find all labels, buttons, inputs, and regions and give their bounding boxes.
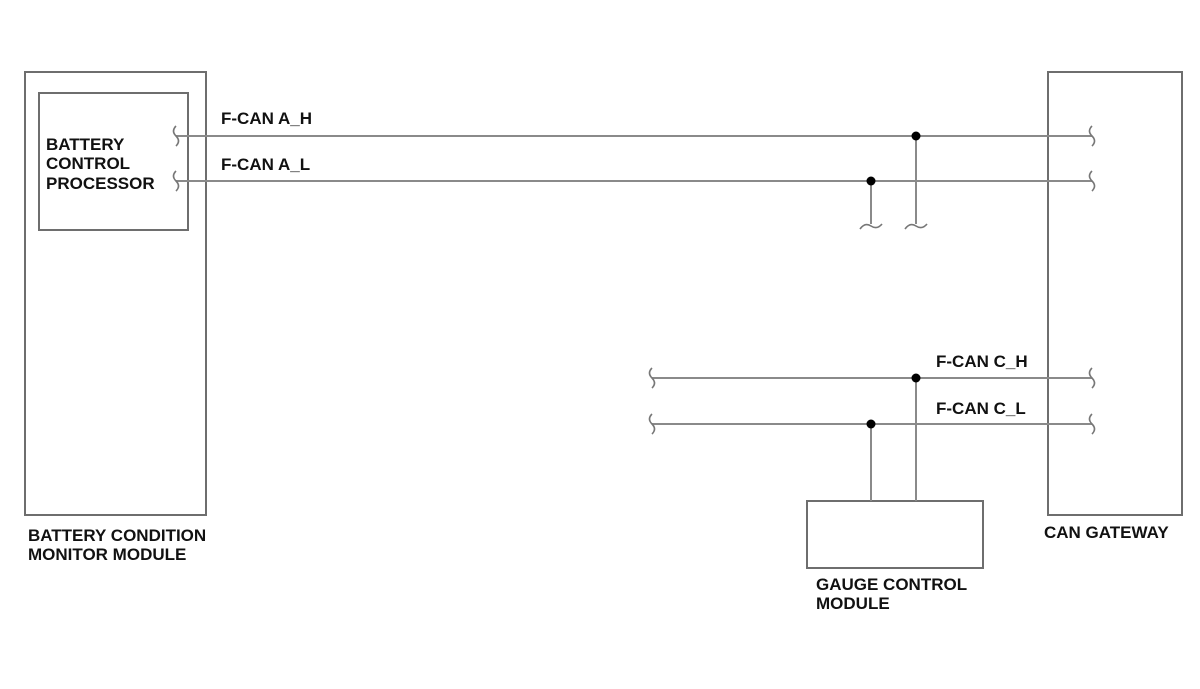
can-gateway-label: CAN GATEWAY [1044, 523, 1169, 542]
splice-dot [866, 176, 876, 186]
battery-control-processor-box [38, 92, 189, 231]
wire-break-symbol [1088, 413, 1096, 435]
battery-control-processor-label-line1: BATTERY [46, 135, 125, 154]
wire-break-symbol [859, 223, 883, 230]
battery-condition-monitor-module-label-line1: BATTERY CONDITION [28, 526, 206, 545]
can-gateway-box [1047, 71, 1183, 516]
wire-break-symbol [648, 367, 656, 389]
battery-condition-monitor-module-label-line2: MONITOR MODULE [28, 545, 186, 564]
splice-dot [911, 131, 921, 141]
gauge-control-module-label-line2: MODULE [816, 594, 890, 613]
battery-control-processor-label-line2: CONTROL [46, 154, 130, 173]
wire-break-symbol [172, 125, 180, 147]
f-can-a-high-label: F-CAN A_H [221, 109, 312, 128]
splice-dot [911, 373, 921, 383]
gauge-control-module-box [806, 500, 984, 569]
battery-control-processor-label-line3: PROCESSOR [46, 174, 155, 193]
f-can-a-low-label: F-CAN A_L [221, 155, 310, 174]
wire-break-symbol [904, 223, 928, 230]
splice-dot [866, 419, 876, 429]
wire-break-symbol [1088, 125, 1096, 147]
wire-break-symbol [648, 413, 656, 435]
battery-condition-monitor-module-box [24, 71, 207, 516]
wire-break-symbol [1088, 170, 1096, 192]
f-can-c-low-label: F-CAN C_L [936, 399, 1026, 418]
wire-break-symbol [172, 170, 180, 192]
wire-break-symbol [1088, 367, 1096, 389]
f-can-c-high-label: F-CAN C_H [936, 352, 1028, 371]
gauge-control-module-label-line1: GAUGE CONTROL [816, 575, 967, 594]
